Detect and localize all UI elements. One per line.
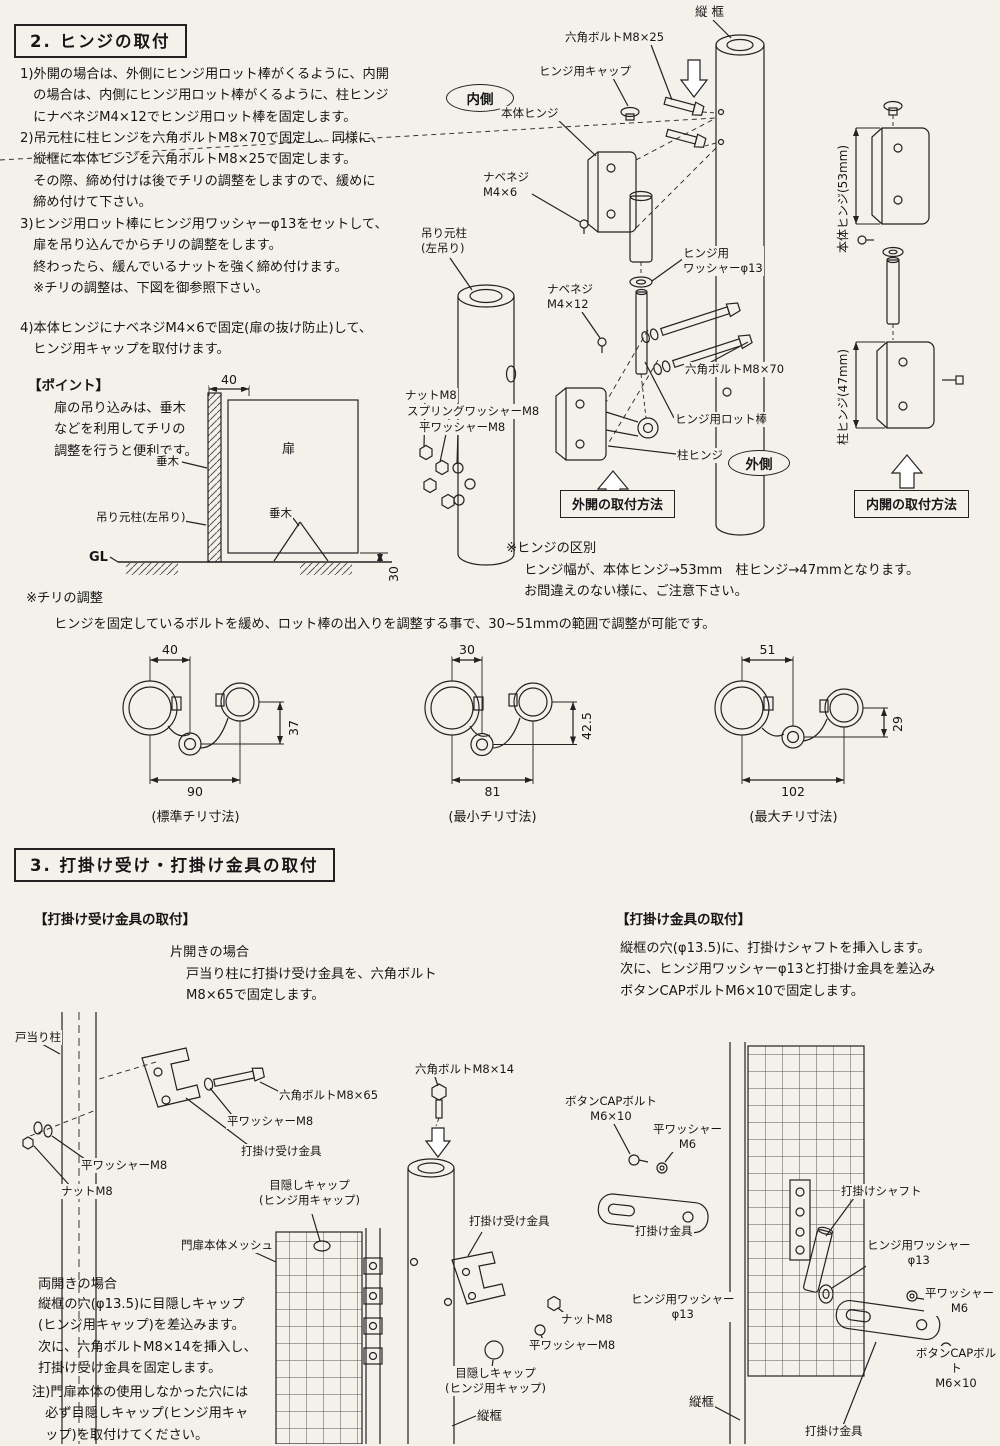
hinge-washer-13-label-a: ヒンジ用ワッシャー φ13 bbox=[866, 1238, 972, 1268]
latch-heading: 【打掛け金具の取付】 bbox=[616, 912, 751, 928]
section2-title: 2. ヒンジの取付 bbox=[14, 24, 187, 58]
flat-washer-m8-label-a: 平ワッシャーM8 bbox=[226, 1114, 315, 1129]
section3-title: 3. 打掛け受け・打掛け金具の取付 bbox=[14, 848, 335, 882]
double-leaf-title: 両開きの場合 bbox=[38, 1277, 118, 1292]
chiri-heading: ※チリの調整 bbox=[26, 591, 103, 606]
outward-method-caption: 外開の取付方法 bbox=[560, 490, 676, 518]
nabe-screw-m4x12-label: ナベネジ M4×12 bbox=[546, 282, 594, 312]
receiver-heading: 【打掛け受け金具の取付】 bbox=[34, 912, 196, 928]
hinge-cap-label: ヒンジ用キャップ bbox=[538, 64, 632, 79]
hex-bolt-m8x25-label: 六角ボルトM8×25 bbox=[564, 30, 666, 45]
point-heading: 【ポイント】 bbox=[28, 378, 109, 394]
nut-m8-label: ナットM8 bbox=[404, 388, 458, 403]
single-leaf-title: 片開きの場合 bbox=[170, 945, 250, 960]
tategamachi-label-top: 縦 框 bbox=[694, 4, 725, 21]
nut-m8-label-b: ナットM8 bbox=[560, 1312, 614, 1327]
ryoubiraki-art bbox=[253, 1073, 569, 1444]
latch-plate-label-b: 打掛け金具 bbox=[804, 1424, 864, 1439]
hex-bolt-m8x70-label: 六角ボルトM8×70 bbox=[684, 362, 786, 377]
nut-m8-label-a: ナットM8 bbox=[60, 1184, 114, 1199]
nabe-screw-m4x6-label: ナベネジ M4×6 bbox=[482, 170, 530, 200]
flat-washer-m6-label-b: 平ワッシャー M6 bbox=[924, 1286, 995, 1316]
unused-hole-note: 注)門扉本体の使用しなかった穴には 必ず目隠しキャップ(ヒンジ用キャ ップ)を取… bbox=[32, 1385, 249, 1443]
latch-receiver-label-b: 打掛け受け金具 bbox=[468, 1214, 551, 1229]
kubetsu-body: ヒンジ幅が、本体ヒンジ→53mm 柱ヒンジ→47mmとなります。 お間違えのない… bbox=[524, 563, 920, 600]
taruki-label-right: 垂木 bbox=[268, 506, 293, 521]
step-3: 3)ヒンジ用ロット棒にヒンジ用ワッシャーφ13をセットして、 扉を吊り込んでから… bbox=[20, 217, 388, 297]
chiri2-caption: (最小チリ寸法) bbox=[448, 810, 537, 825]
gate-mesh-label: 門扉本体メッシュ bbox=[180, 1238, 274, 1253]
step-4: 4)本体ヒンジにナベネジM4×6で固定(扉の抜け防止)して、 ヒンジ用キャップを… bbox=[20, 321, 373, 358]
tategamachi-label-right: 縦框 bbox=[688, 1394, 716, 1411]
hex-bolt-m8x65-label: 六角ボルトM8×65 bbox=[278, 1088, 380, 1103]
hex-bolt-m8x14-label: 六角ボルトM8×14 bbox=[414, 1062, 516, 1077]
point-body: 扉の吊り込みは、垂木 などを利用してチリの 調整を行うと便利です。 bbox=[54, 401, 198, 459]
chiri3-side-dim: 29 bbox=[890, 716, 905, 732]
outside-oval: 外側 bbox=[728, 450, 790, 476]
hinge-washer-13-label-b: ヒンジ用ワッシャー φ13 bbox=[630, 1292, 736, 1322]
door-label: 扉 bbox=[281, 442, 297, 459]
exploded-assembly-art bbox=[0, 19, 765, 566]
chiri2-top-dim: 30 bbox=[452, 642, 482, 657]
inward-hinge-art bbox=[853, 100, 964, 489]
flat-washer-m8-label-b: 平ワッシャーM8 bbox=[80, 1158, 169, 1173]
chiri-body: ヒンジを固定しているボルトを緩め、ロット棒の出入りを調整する事で、30~51mm… bbox=[54, 617, 716, 632]
hinge-rod-label: ヒンジ用ロット棒 bbox=[674, 412, 768, 427]
uchikake-kanagu-art bbox=[597, 1042, 952, 1444]
katabiraki-art bbox=[22, 1012, 289, 1444]
chiri-standard-art bbox=[122, 656, 284, 784]
step-1: 1)外開の場合は、外側にヒンジ用ロット棒がくるように、内開 の場合は、内側にヒン… bbox=[20, 67, 389, 125]
chiri3-bottom-dim: 102 bbox=[742, 784, 844, 799]
chiri3-top-dim: 51 bbox=[742, 642, 793, 657]
gl-label: GL bbox=[88, 550, 109, 567]
blind-cap-label-a: 目隠しキャップ (ヒンジ用キャップ) bbox=[258, 1178, 361, 1208]
latch-receiver-label-a: 打掛け受け金具 bbox=[240, 1144, 323, 1159]
flat-washer-m6-label-a: 平ワッシャー M6 bbox=[652, 1122, 723, 1152]
point-diagram-art bbox=[109, 385, 392, 575]
chiri3-caption: (最大チリ寸法) bbox=[749, 810, 838, 825]
spring-washer-label: スプリングワッシャーM8 bbox=[406, 404, 541, 419]
chiri2-bottom-dim: 81 bbox=[452, 784, 533, 799]
chiri1-side-dim: 37 bbox=[286, 720, 301, 736]
double-leaf-body: 縦框の穴(φ13.5)に目隠しキャップ (ヒンジ用キャップ)を差込みます。 次に… bbox=[38, 1297, 257, 1377]
chiri1-caption: (標準チリ寸法) bbox=[151, 810, 240, 825]
flat-washer-label: 平ワッシャーM8 bbox=[418, 420, 507, 435]
latch-plate-label-a: 打掛け金具 bbox=[634, 1224, 694, 1239]
blind-cap-label-b: 目隠しキャップ (ヒンジ用キャップ) bbox=[444, 1366, 547, 1396]
body-hinge-53mm-label: 本体ヒンジ(53mm) bbox=[836, 143, 852, 254]
kubetsu-heading: ※ヒンジの区別 bbox=[506, 541, 597, 556]
post-hinge-47mm-label: 柱ヒンジ(47mm) bbox=[836, 347, 852, 446]
button-cap-bolt-label-b: ボタンCAPボルト M6×10 bbox=[912, 1346, 1000, 1391]
body-hinge-label: 本体ヒンジ bbox=[500, 106, 560, 121]
chiri1-top-dim: 40 bbox=[150, 642, 190, 657]
point-dim-40: 40 bbox=[209, 372, 249, 387]
inward-method-caption: 内開の取付方法 bbox=[854, 490, 970, 518]
chiri1-bottom-dim: 90 bbox=[150, 784, 240, 799]
taruki-label-left: 垂木 bbox=[155, 454, 180, 469]
hinge-washer-label: ヒンジ用 ワッシャーφ13 bbox=[682, 246, 764, 276]
door-stop-post-label: 戸当り柱 bbox=[14, 1030, 62, 1045]
chiri-maximum-art bbox=[714, 656, 888, 784]
point-dim-30: 30 bbox=[386, 566, 401, 582]
latch-body: 縦框の穴(φ13.5)に、打掛けシャフトを挿入します。 次に、ヒンジ用ワッシャー… bbox=[620, 941, 936, 999]
tategamachi-label-center: 縦框 bbox=[476, 1408, 504, 1425]
latch-shaft-label: 打掛けシャフト bbox=[840, 1184, 923, 1199]
chiri2-side-dim: 42.5 bbox=[579, 712, 594, 740]
button-cap-bolt-label-a: ボタンCAPボルト M6×10 bbox=[564, 1094, 658, 1124]
chiri-minimum-art bbox=[424, 656, 577, 784]
single-leaf-body: 戸当り柱に打掛け受け金具を、六角ボルト M8×65で固定します。 bbox=[186, 967, 437, 1004]
post-hinge-label: 柱ヒンジ bbox=[676, 448, 724, 463]
hanging-post-cyl-label: 吊り元柱 (左吊り) bbox=[420, 226, 468, 256]
flat-washer-m8-label-c: 平ワッシャーM8 bbox=[528, 1338, 617, 1353]
step-2: 2)吊元柱に柱ヒンジを六角ボルトM8×70で固定し、同様に、 縦框に本体ヒンジを… bbox=[20, 131, 385, 211]
hanging-post-label: 吊り元柱(左吊り) bbox=[95, 510, 187, 525]
